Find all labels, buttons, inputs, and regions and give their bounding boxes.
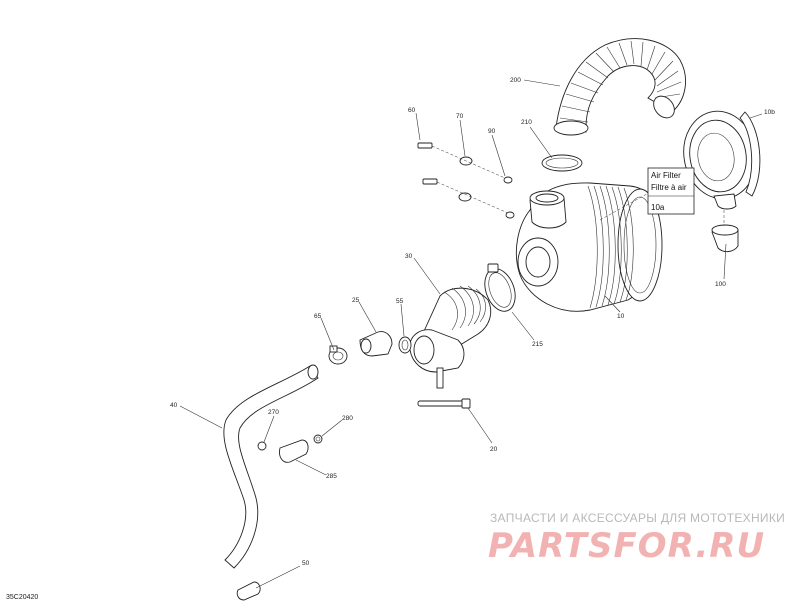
diagram-reference-code: 35C20420: [6, 594, 38, 601]
callout-55: 55: [396, 298, 404, 305]
part-215-clamp: [484, 263, 516, 312]
part-65-clamp: [328, 345, 348, 365]
callout-210: 210: [521, 119, 532, 126]
part-270-fitting: [257, 441, 267, 451]
part-90-nuts: [503, 176, 515, 219]
callout-65: 65: [314, 313, 322, 320]
part-280-nut: [313, 434, 323, 444]
watermark-tagline: ЗАПЧАСТИ И АКСЕССУАРЫ ДЛЯ МОТОТЕХНИКИ: [490, 511, 785, 525]
part-throttle-adapter: [409, 329, 465, 389]
callout-10b: 10b: [764, 109, 775, 116]
part-40-breather-hose: [223, 364, 319, 569]
part-20-bolt: [417, 398, 471, 409]
part-60-screws: [417, 142, 438, 185]
callout-labels: 200 10b 210 60 70 90 10 100 30 215 25 55…: [170, 77, 775, 567]
callout-280: 280: [342, 415, 353, 422]
filter-label-line2: Filtre à air: [651, 183, 687, 192]
part-210-clamp: [541, 154, 583, 172]
callout-270: 270: [268, 409, 279, 416]
part-10b-filter-cover: [683, 110, 761, 210]
part-25-elbow: [359, 331, 393, 357]
part-50-clamp: [236, 581, 261, 601]
watermark-brand: PARTSFOR.RU: [488, 526, 765, 566]
callout-10: 10: [617, 313, 625, 320]
callout-50: 50: [302, 560, 310, 567]
filter-label-line3: 10a: [651, 203, 665, 212]
callout-285: 285: [326, 473, 337, 480]
part-285-bracket: [279, 439, 309, 463]
callout-215: 215: [532, 341, 543, 348]
part-200-intake-duct: [553, 38, 687, 136]
filter-label-line1: Air Filter: [651, 171, 681, 180]
callout-25: 25: [352, 297, 360, 304]
callout-40: 40: [170, 402, 178, 409]
watermark: ЗАПЧАСТИ И АКСЕССУАРЫ ДЛЯ МОТОТЕХНИКИ PA…: [488, 511, 785, 566]
callout-100: 100: [715, 281, 726, 288]
leader-lines: [179, 79, 763, 589]
part-55-o-ring: [398, 336, 412, 354]
air-filter-label-box: Air Filter Filtre à air 10a: [647, 167, 695, 215]
callout-70: 70: [456, 113, 464, 120]
callout-20: 20: [490, 446, 498, 453]
callout-60: 60: [408, 107, 416, 114]
callout-30: 30: [405, 253, 413, 260]
callout-90: 90: [488, 128, 496, 135]
part-10-air-box: [515, 182, 663, 312]
callout-200: 200: [510, 77, 521, 84]
part-100-drain-valve: [711, 224, 739, 253]
